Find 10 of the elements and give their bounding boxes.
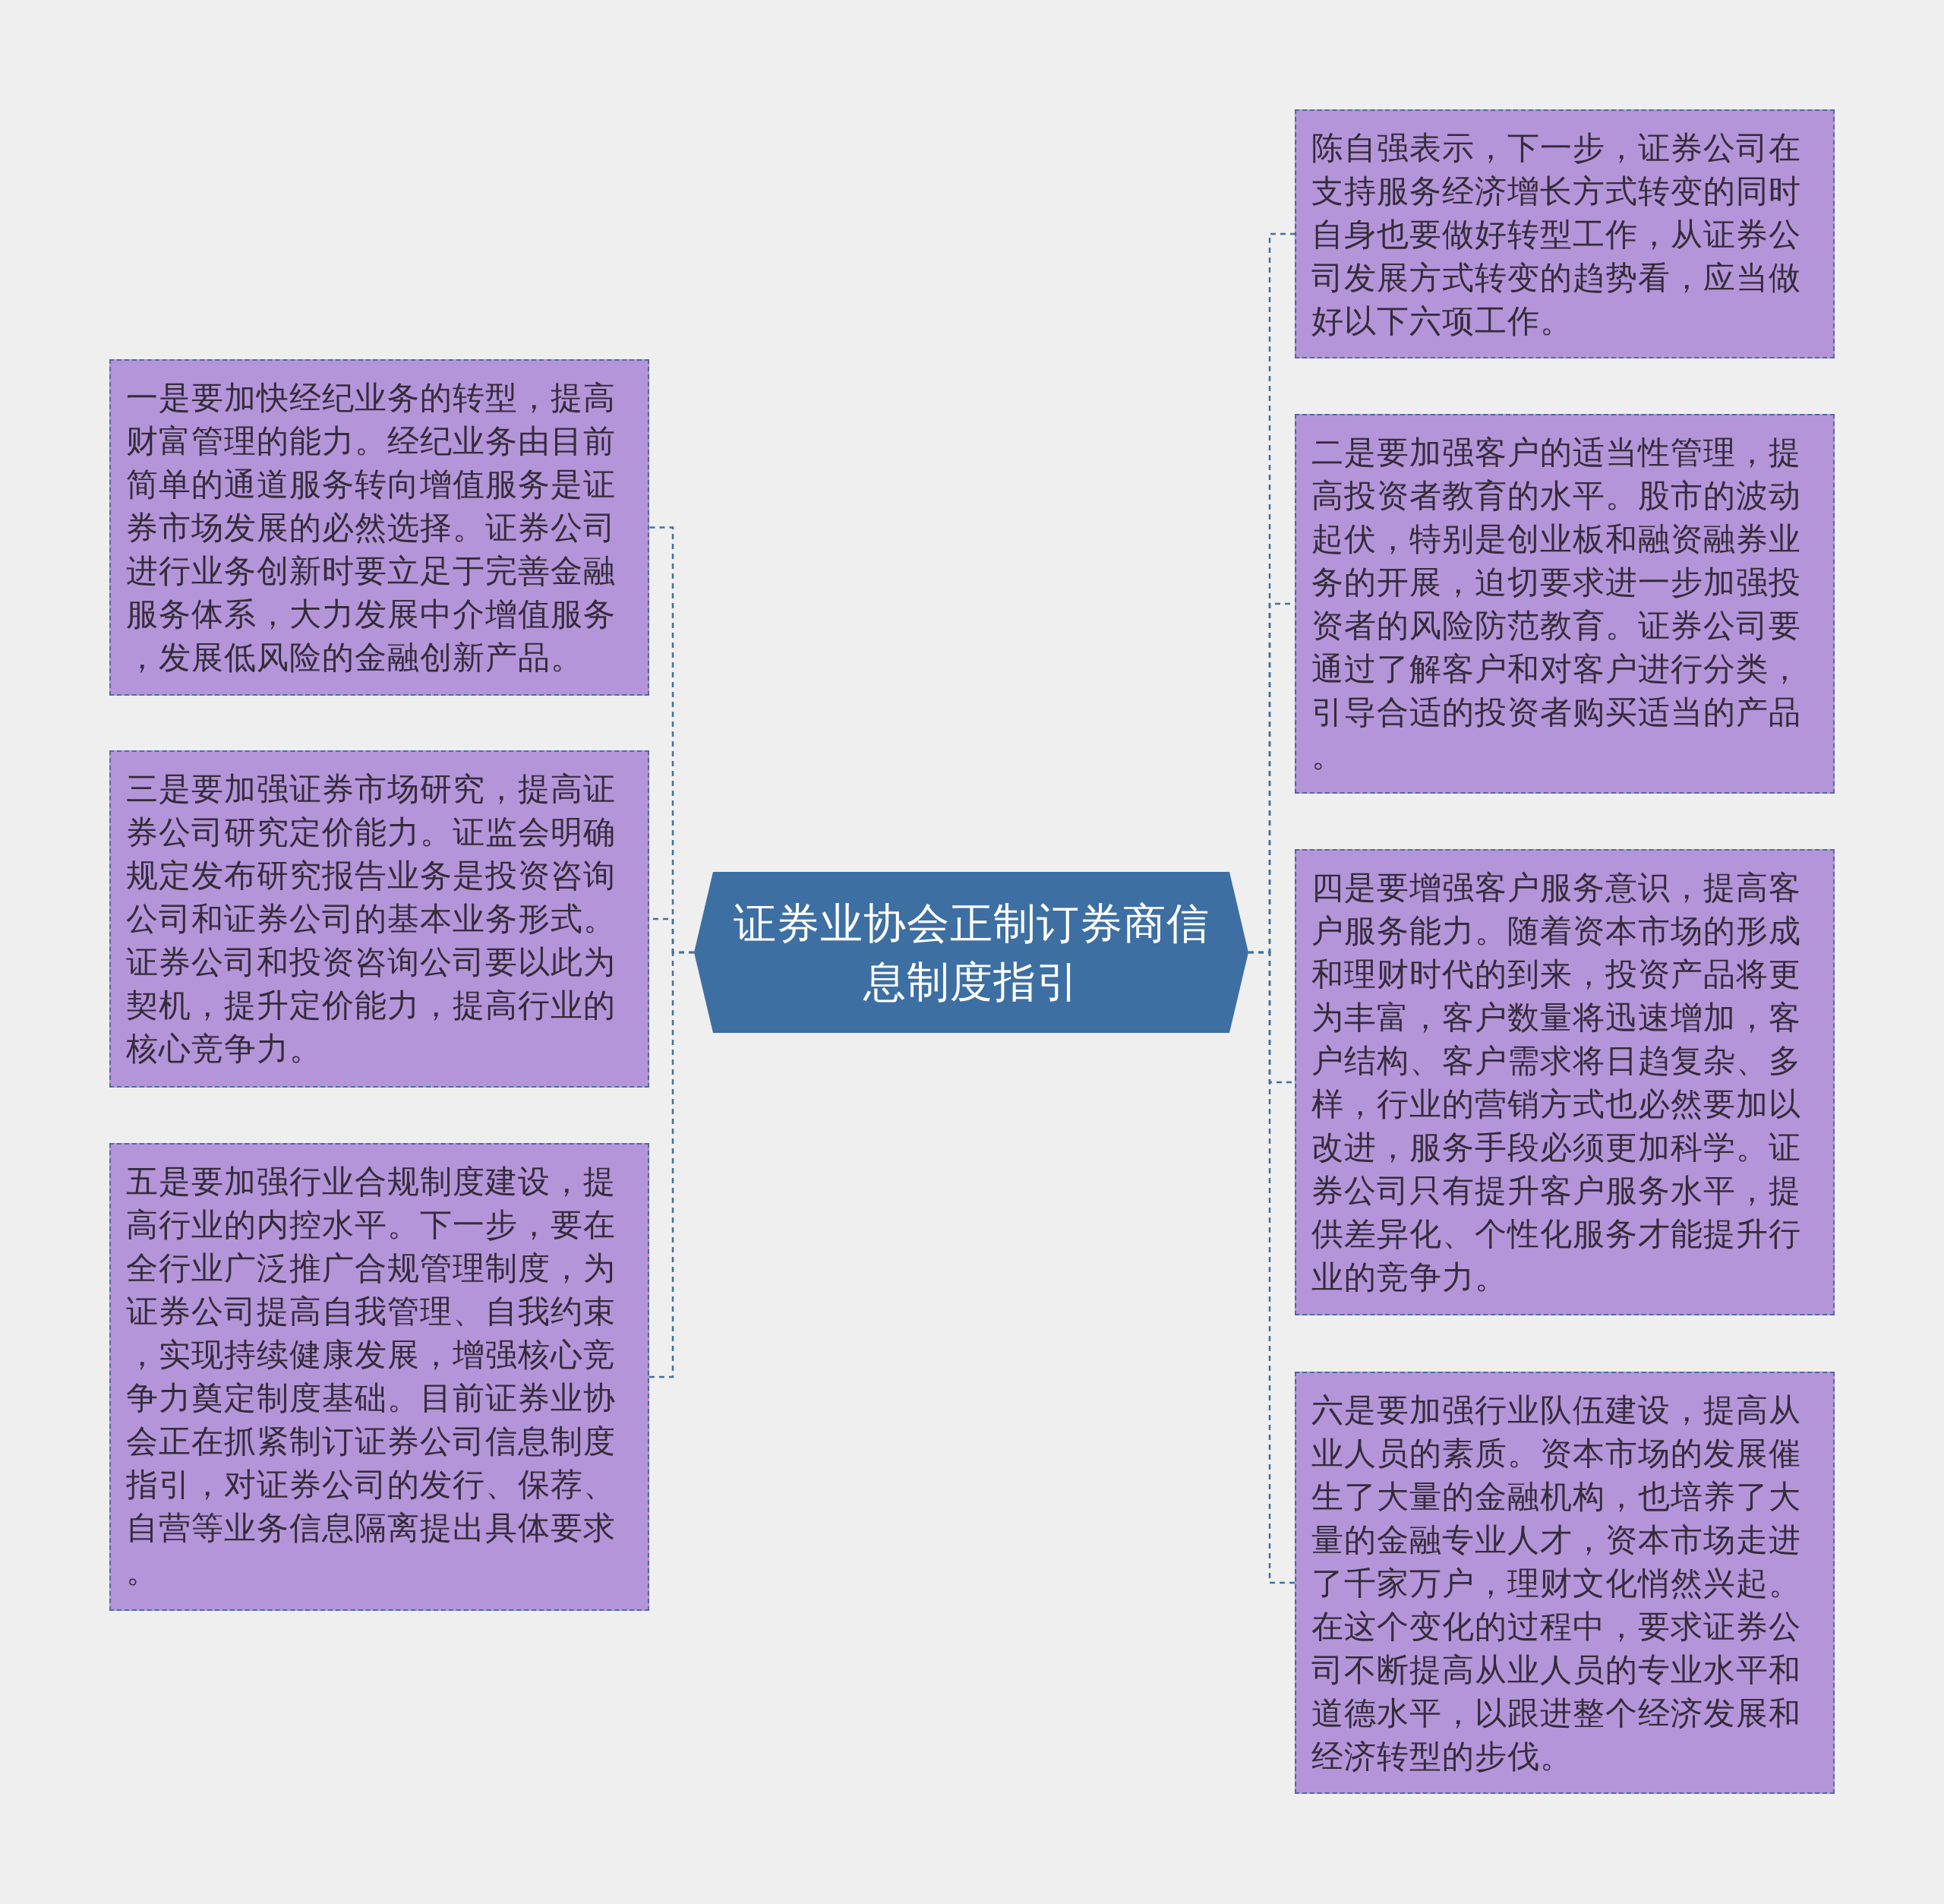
topic-hexagon: 证券业协会正制订券商信息制度指引: [694, 872, 1248, 1033]
topic-box: 二是要加强客户的适当性管理，提高投资者教育的水平。股市的波动起伏，特别是创业板和融资融券业务的开展，迫切要求进一步加强投资者的风险防范教育。证券公司要通过了解客户和对客户进行分类，引导合适的投资者购买适当的产品。: [1295, 414, 1835, 794]
connector-line: [649, 951, 694, 1378]
topic-box: 陈自强表示，下一步，证券公司在支持服务经济增长方式转变的同时自身也要做好转型工作，从证券公司发展方式转变的趋势看，应当做好以下六项工作。: [1295, 109, 1835, 358]
topic-box: 一是要加快经纪业务的转型，提高财富管理的能力。经纪业务由目前简单的通道服务转向增值服务是证券市场发展的必然选择。证券公司进行业务创新时要立足于完善金融服务体系，大力发展中介增值服务，发展低风险的金融创新产品。: [109, 359, 649, 696]
topic-box: 四是要增强客户服务意识，提高客户服务能力。随着资本市场的形成和理财时代的到来，投资产品将更为丰富，客户数量将迅速增加，客户结构、客户需求将日趋复杂、多样，行业的营销方式也必然要加以改进，服务手段必须更加科学。证券公司只有提升客户服务水平，提供差异化、个性化服务才能提升行业的竞争力。: [1295, 849, 1835, 1315]
topic-box: 三是要加强证券市场研究，提高证券公司研究定价能力。证监会明确规定发布研究报告业务是投资咨询公司和证券公司的基本业务形式。证券公司和投资咨询公司要以此为契机，提升定价能力，提高行业的核心竞争力。: [109, 750, 649, 1088]
connector-line: [1248, 951, 1295, 1584]
topic-box: 六是要加强行业队伍建设，提高从业人员的素质。资本市场的发展催生了大量的金融机构，也培养了大量的金融专业人才，资本市场走进了千家万户，理财文化悄然兴起。在这个变化的过程中，要求证券公司不断提高从业人员的专业水平和道德水平，以跟进整个经济发展和经济转型的步伐。: [1295, 1372, 1835, 1794]
topic-box: 五是要加强行业合规制度建设，提高行业的内控水平。下一步，要在全行业广泛推广合规管理制度，为证券公司提高自我管理、自我约束，实现持续健康发展，增强核心竞争力奠定制度基础。目前证券业协会正在抓紧制订证券公司信息制度指引，对证券公司的发行、保荐、自营等业务信息隔离提出具体要求。: [109, 1143, 649, 1611]
